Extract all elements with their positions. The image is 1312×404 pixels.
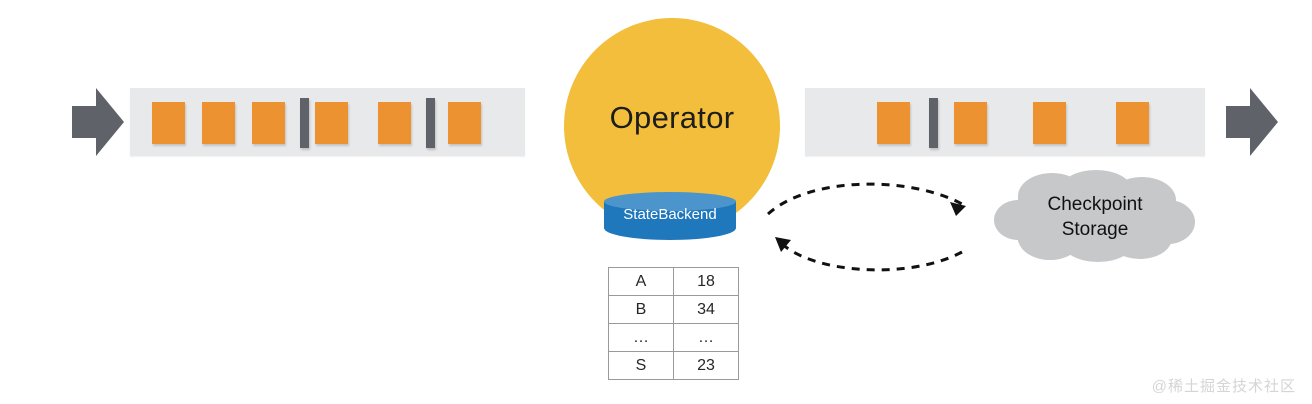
checkpoint-barrier <box>929 98 938 148</box>
record-block <box>315 102 348 144</box>
write-arrow-path <box>766 182 963 216</box>
restore-arrow-path <box>778 240 963 272</box>
state-value: … <box>673 323 739 352</box>
checkpoint-barrier <box>426 98 435 148</box>
input-stream-bar <box>130 88 525 156</box>
state-value: 18 <box>673 267 739 296</box>
state-key: … <box>608 323 674 352</box>
record-block <box>877 102 910 144</box>
state-table-body: A 18 B 34 … … S 23 <box>608 267 739 380</box>
outflow-arrow <box>1226 88 1278 156</box>
state-table: A 18 B 34 … … S 23 <box>608 267 739 380</box>
checkpoint-exchange-arrows <box>766 182 966 272</box>
checkpoint-barrier <box>300 98 309 148</box>
inflow-arrow <box>72 88 124 156</box>
state-key: A <box>608 267 674 296</box>
record-block <box>378 102 411 144</box>
state-value: 23 <box>673 351 739 380</box>
cylinder-top <box>604 192 736 211</box>
watermark: @稀土掘金技术社区 <box>1151 378 1296 395</box>
state-key: S <box>608 351 674 380</box>
checkpoint-storage-label: Checkpoint Storage <box>992 192 1198 242</box>
record-block <box>1033 102 1066 144</box>
table-row: … … <box>608 323 739 352</box>
state-backend-cylinder: StateBackend <box>604 192 736 242</box>
restore-arrow-head <box>775 237 791 252</box>
state-backend-label: StateBackend <box>623 206 717 223</box>
checkpoint-storage-label-line2: Storage <box>1061 219 1129 240</box>
record-block <box>954 102 987 144</box>
record-block <box>202 102 235 144</box>
write-arrow-head <box>950 202 966 216</box>
output-stream-bar <box>805 88 1205 156</box>
state-key: B <box>608 295 674 324</box>
table-row: A 18 <box>608 267 739 296</box>
state-value: 34 <box>673 295 739 324</box>
record-block <box>252 102 285 144</box>
table-row: B 34 <box>608 295 739 324</box>
cloud-icon <box>994 170 1195 262</box>
checkpoint-storage-label-line1: Checkpoint <box>1047 194 1143 215</box>
table-row: S 23 <box>608 351 739 380</box>
operator-label: Operator <box>609 100 735 135</box>
record-block <box>1116 102 1149 144</box>
record-block <box>152 102 185 144</box>
record-block <box>448 102 481 144</box>
